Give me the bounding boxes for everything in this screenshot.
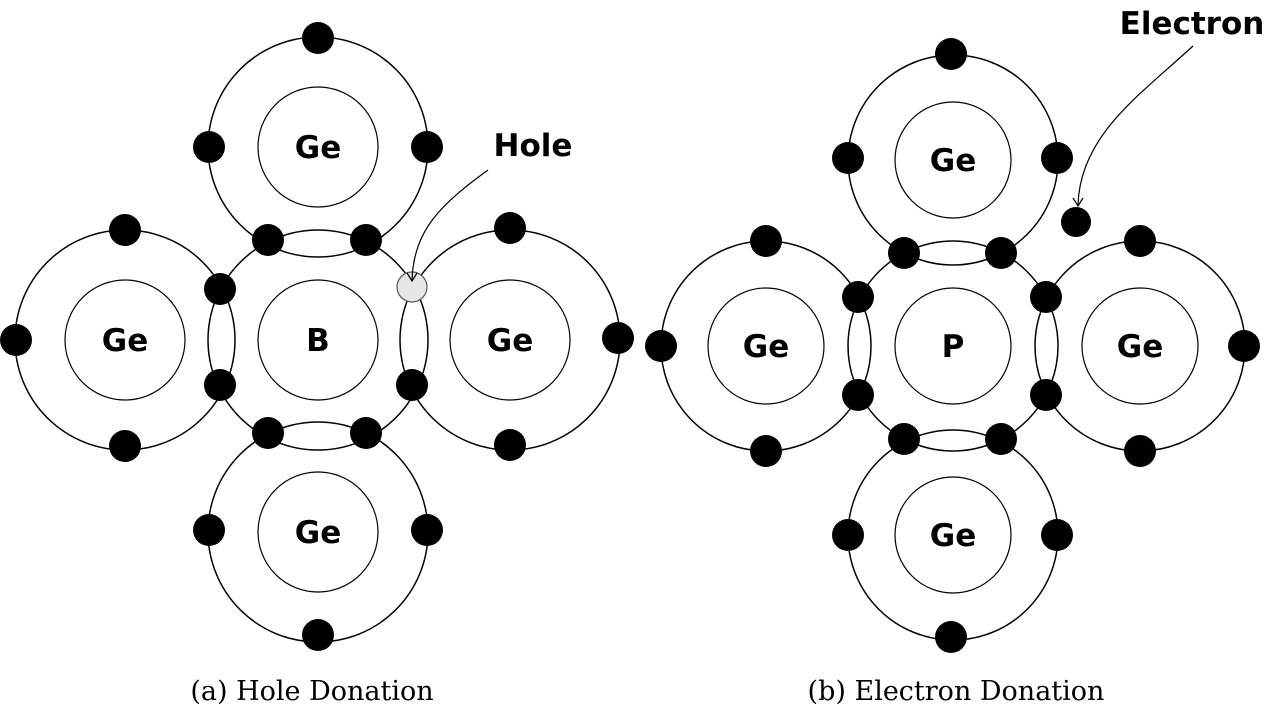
- atom-label-ge: Ge: [1117, 329, 1163, 365]
- atom-label-ge: Ge: [295, 515, 341, 551]
- atom-ge-top-b: Ge: [847, 54, 1059, 266]
- bond-electron: [985, 237, 1017, 269]
- hole-pointer-arrow: [411, 169, 489, 281]
- electron: [1041, 142, 1073, 174]
- electron: [1228, 330, 1260, 362]
- bond-electron: [350, 417, 382, 449]
- atom-p-center: P: [847, 240, 1059, 452]
- panel-hole-donation: Ge Ge Ge Ge B: [0, 22, 634, 707]
- atom-label-ge: Ge: [743, 329, 789, 365]
- electron: [0, 324, 32, 356]
- bond-electron: [985, 423, 1017, 455]
- atom-ge-left-a: Ge: [14, 229, 236, 451]
- bond-electron: [252, 224, 284, 256]
- free-electron: [1061, 207, 1091, 237]
- electron: [109, 430, 141, 462]
- bond-electron: [204, 273, 236, 305]
- electron: [1124, 435, 1156, 467]
- electron: [193, 131, 225, 163]
- electron: [109, 214, 141, 246]
- electron-pointer-head: [1072, 197, 1084, 208]
- electron: [193, 514, 225, 546]
- caption-a: (a) Hole Donation: [190, 676, 433, 707]
- electron: [411, 131, 443, 163]
- caption-b: (b) Electron Donation: [808, 676, 1105, 707]
- atom-ge-right-a: Ge: [399, 229, 621, 451]
- atom-ge-bottom-a: Ge: [207, 421, 429, 643]
- electron: [935, 621, 967, 653]
- atom-b-center: B: [207, 229, 429, 451]
- atom-ge-right-b: Ge: [1034, 240, 1246, 452]
- atom-label-ge: Ge: [487, 323, 533, 359]
- bond-electron: [350, 224, 382, 256]
- electron: [832, 519, 864, 551]
- bond-electron: [1030, 281, 1062, 313]
- atom-ge-bottom-b: Ge: [847, 429, 1059, 641]
- bond-electron: [252, 417, 284, 449]
- hole-label: Hole: [494, 128, 573, 164]
- panel-electron-donation: Ge Ge Ge Ge P: [645, 6, 1264, 707]
- atom-label-b: B: [306, 323, 330, 359]
- atom-ge-left-b: Ge: [660, 240, 872, 452]
- atom-label-ge: Ge: [102, 323, 148, 359]
- atom-label-p: P: [942, 329, 965, 365]
- electron: [750, 435, 782, 467]
- electron: [494, 212, 526, 244]
- bond-electron: [842, 281, 874, 313]
- electron-label: Electron: [1120, 6, 1265, 42]
- bond-electron: [888, 237, 920, 269]
- bond-electron: [888, 423, 920, 455]
- electron: [411, 514, 443, 546]
- atom-ge-top-a: Ge: [207, 36, 429, 258]
- atom-label-ge: Ge: [295, 130, 341, 166]
- electron: [1124, 225, 1156, 257]
- electron: [645, 330, 677, 362]
- atom-label-ge: Ge: [930, 143, 976, 179]
- bond-electron: [204, 369, 236, 401]
- electron: [1041, 519, 1073, 551]
- atom-label-ge: Ge: [930, 518, 976, 554]
- electron: [602, 322, 634, 354]
- electron: [832, 142, 864, 174]
- electron: [302, 22, 334, 54]
- bond-electron: [396, 369, 428, 401]
- electron: [750, 225, 782, 257]
- electron: [494, 429, 526, 461]
- bond-electron: [1030, 379, 1062, 411]
- bond-electron: [842, 379, 874, 411]
- hole-pointer-head: [406, 272, 418, 283]
- electron: [935, 38, 967, 70]
- electron-pointer-arrow: [1077, 45, 1194, 206]
- electron: [302, 619, 334, 651]
